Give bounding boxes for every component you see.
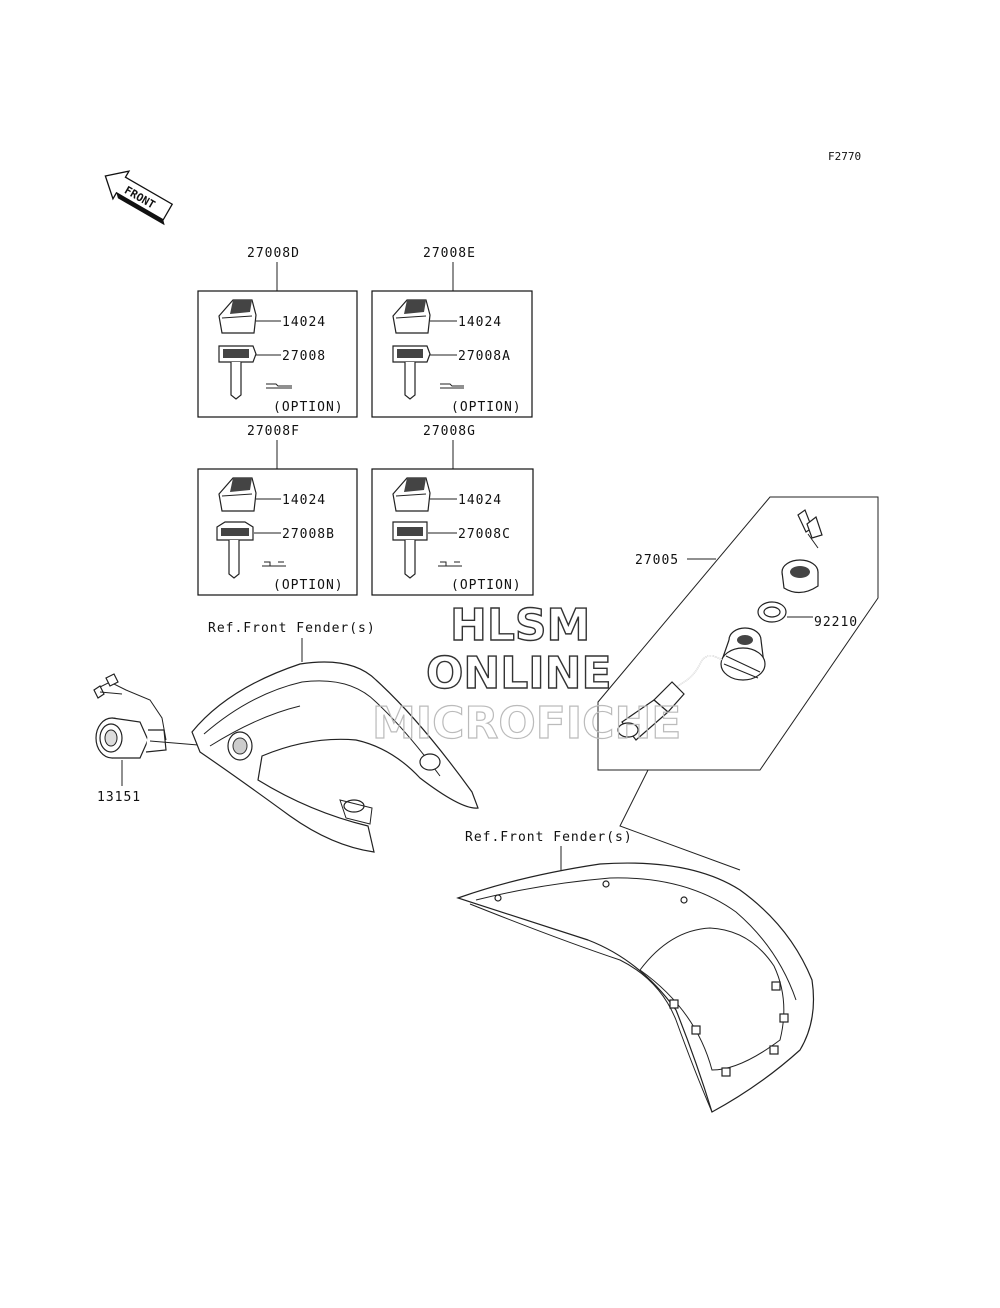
kit-id: 27008E (423, 246, 476, 261)
key-icon (392, 521, 428, 579)
switch-part-number: 27005 (635, 553, 679, 568)
watermark-line-3: MICROFICHE (372, 698, 681, 749)
kit-id: 27008D (247, 246, 300, 261)
option-label: (OPTION) (451, 578, 522, 593)
kit-id: 27008G (423, 424, 476, 439)
nut-part-number: 92210 (814, 615, 858, 630)
cap-part-number: 14024 (458, 315, 502, 330)
key-icon (392, 345, 431, 400)
switch-body-icon (720, 627, 766, 681)
cap-part-number: 14024 (282, 493, 326, 508)
key-cap-icon (218, 299, 257, 334)
figure-code: F2770 (828, 150, 861, 163)
key-icon (216, 521, 254, 579)
option-label: (OPTION) (273, 578, 344, 593)
key-part-number: 27008A (458, 349, 511, 364)
front-fender-lower: Ref.Front Fender(s) (456, 830, 815, 1113)
kit-27008G: 27008G 14024 27008C (OPTION) (371, 424, 534, 596)
kit-27008F: 27008F 14024 27008B (OPTION) (197, 424, 358, 596)
option-label: (OPTION) (451, 400, 522, 415)
option-label: (OPTION) (273, 400, 344, 415)
key-part-number: 27008C (458, 527, 511, 542)
cap-part-number: 14024 (458, 493, 502, 508)
key-part-number: 27008 (282, 349, 326, 364)
cap-part-number: 14024 (282, 315, 326, 330)
switch-cylinder-icon (781, 559, 819, 594)
nut-icon (757, 601, 787, 623)
watermark-line-1: HLSM (450, 600, 590, 651)
lock-cylinder-13151: 13151 (93, 673, 235, 805)
key-icon (218, 345, 257, 400)
switch-assembly: 27005 92210 (597, 496, 879, 771)
kit-id: 27008F (247, 424, 300, 439)
key-part-number: 27008B (282, 527, 335, 542)
key-cap-icon (218, 477, 257, 512)
key-cap-icon (392, 477, 431, 512)
connector-icon (617, 681, 685, 741)
fender-ref-label: Ref.Front Fender(s) (208, 621, 376, 636)
front-fender-upper: Ref.Front Fender(s) (191, 621, 479, 853)
ignition-key-icon (797, 509, 823, 549)
key-cap-icon (392, 299, 431, 334)
fender-ref-label: Ref.Front Fender(s) (465, 830, 633, 845)
front-arrow-icon: FRONT (104, 170, 174, 226)
lock-part-number: 13151 (97, 790, 141, 805)
watermark-line-2: ONLINE (426, 648, 612, 699)
kit-27008E: 27008E 14024 27008A (OPTION) (371, 246, 533, 418)
watermark: HLSM ONLINE MICROFICHE (371, 599, 682, 749)
kit-27008D: 27008D 14024 27008 (OPTION) (197, 246, 358, 418)
